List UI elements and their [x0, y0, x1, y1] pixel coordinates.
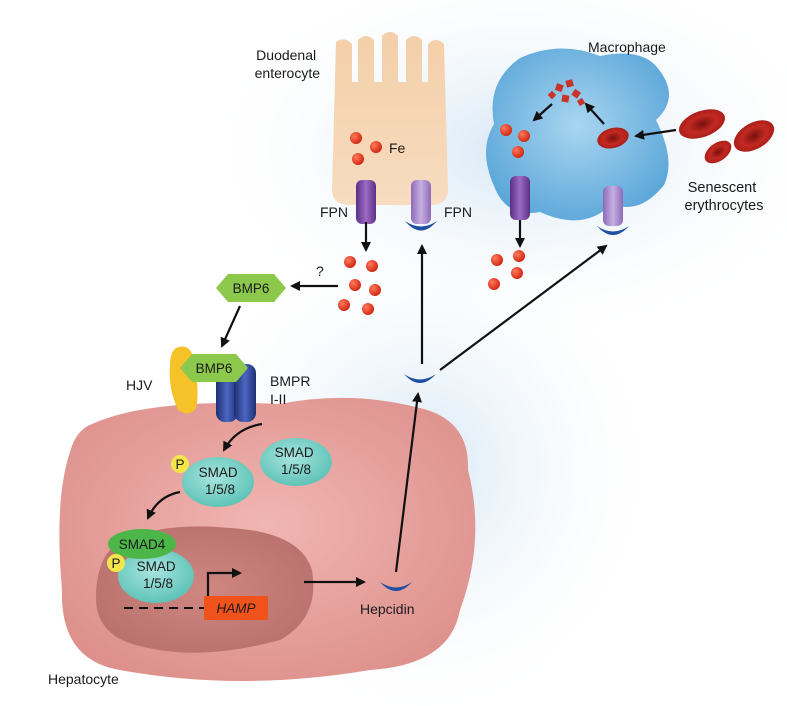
phosphate-group-icon — [171, 455, 189, 473]
hamp-label: HAMP — [216, 601, 255, 616]
smad-phosphorylated: SMAD 1/5/8 P — [171, 455, 254, 507]
iron-particle-icon — [518, 130, 530, 142]
iron-particle-icon — [513, 250, 525, 262]
red-blood-cell-icon — [679, 109, 725, 139]
bmpr-label: BMPR I-II — [270, 373, 314, 407]
erythrocytes-label: Senescent erythrocytes — [685, 180, 764, 214]
hjv-label: HJV — [126, 377, 153, 393]
iron-particle-icon — [366, 260, 378, 272]
smad-free: SMAD 1/5/8 — [260, 438, 332, 486]
iron-particle-icon — [488, 278, 500, 290]
macrophage — [486, 48, 669, 221]
hamp-gene — [204, 596, 268, 620]
hepatocyte-label: Hepatocyte — [48, 671, 119, 687]
transcription-start-arrow — [206, 568, 242, 596]
serum-iron-right — [488, 250, 525, 290]
iron-particle-icon — [352, 153, 364, 165]
question-label: ? — [316, 263, 324, 279]
iron-particle-icon — [338, 299, 350, 311]
bmp6-bound-label: BMP6 — [196, 361, 233, 376]
iron-particle-icon — [344, 256, 356, 268]
fpn-left-label: FPN — [320, 204, 348, 220]
ferroportin-channel-icon — [356, 180, 376, 224]
ferroportin-channel-icon — [510, 176, 530, 220]
enterocyte-iron — [350, 132, 382, 165]
iron-particle-icon — [349, 279, 361, 291]
macrophage-label: Macrophage — [588, 39, 666, 55]
red-blood-cell-icon — [733, 120, 775, 152]
bmp6-free: BMP6 — [216, 274, 286, 302]
phagocytosed-erythrocyte — [597, 127, 629, 149]
hepcidin-cup-icon — [380, 582, 412, 591]
fe-label: Fe — [389, 140, 406, 156]
fpn-right-label: FPN — [444, 204, 472, 220]
svg-text:SMAD 1/5/8: SMAD 1/5/8 — [275, 445, 318, 477]
serum-iron-center — [338, 256, 381, 315]
iron-particle-icon — [500, 124, 512, 136]
enterocyte-label: Duodenal enterocyte — [255, 47, 321, 81]
iron-particle-icon — [350, 132, 362, 144]
smad-nuclear: SMAD 1/5/8 SMAD4 P — [107, 529, 194, 603]
hepcidin-cup-icon — [404, 374, 436, 383]
hepcidin-cup-icon — [405, 221, 437, 231]
macrophage-iron — [500, 124, 530, 158]
red-blood-cell-icon — [704, 140, 732, 164]
senescent-erythrocytes — [679, 109, 775, 164]
iron-particle-icon — [491, 254, 503, 266]
duodenal-enterocyte — [332, 32, 448, 205]
hepcidin-label: Hepcidin — [360, 601, 414, 617]
svg-text:SMAD 1/5/8: SMAD 1/5/8 — [137, 559, 180, 591]
svg-text:SMAD 1/5/8: SMAD 1/5/8 — [199, 465, 242, 497]
bmp6-bound: BMP6 — [180, 354, 248, 382]
iron-particle-icon — [512, 146, 524, 158]
svg-text:P: P — [175, 457, 184, 472]
hepcidin-cup-icon — [597, 226, 629, 235]
iron-particle-icon — [370, 141, 382, 153]
bmp6-free-label: BMP6 — [233, 281, 270, 296]
iron-particle-icon — [511, 267, 523, 279]
ferroportin-channel-icon — [597, 186, 629, 235]
pathway-arrows — [146, 102, 677, 587]
smad4 — [108, 529, 176, 559]
iron-particle-icon — [362, 303, 374, 315]
phosphate-group-icon — [107, 554, 125, 572]
iron-particle-icon — [369, 284, 381, 296]
svg-text:SMAD4: SMAD4 — [119, 537, 166, 552]
ferroportin-channel-icon — [405, 180, 437, 231]
svg-text:P: P — [111, 556, 120, 571]
